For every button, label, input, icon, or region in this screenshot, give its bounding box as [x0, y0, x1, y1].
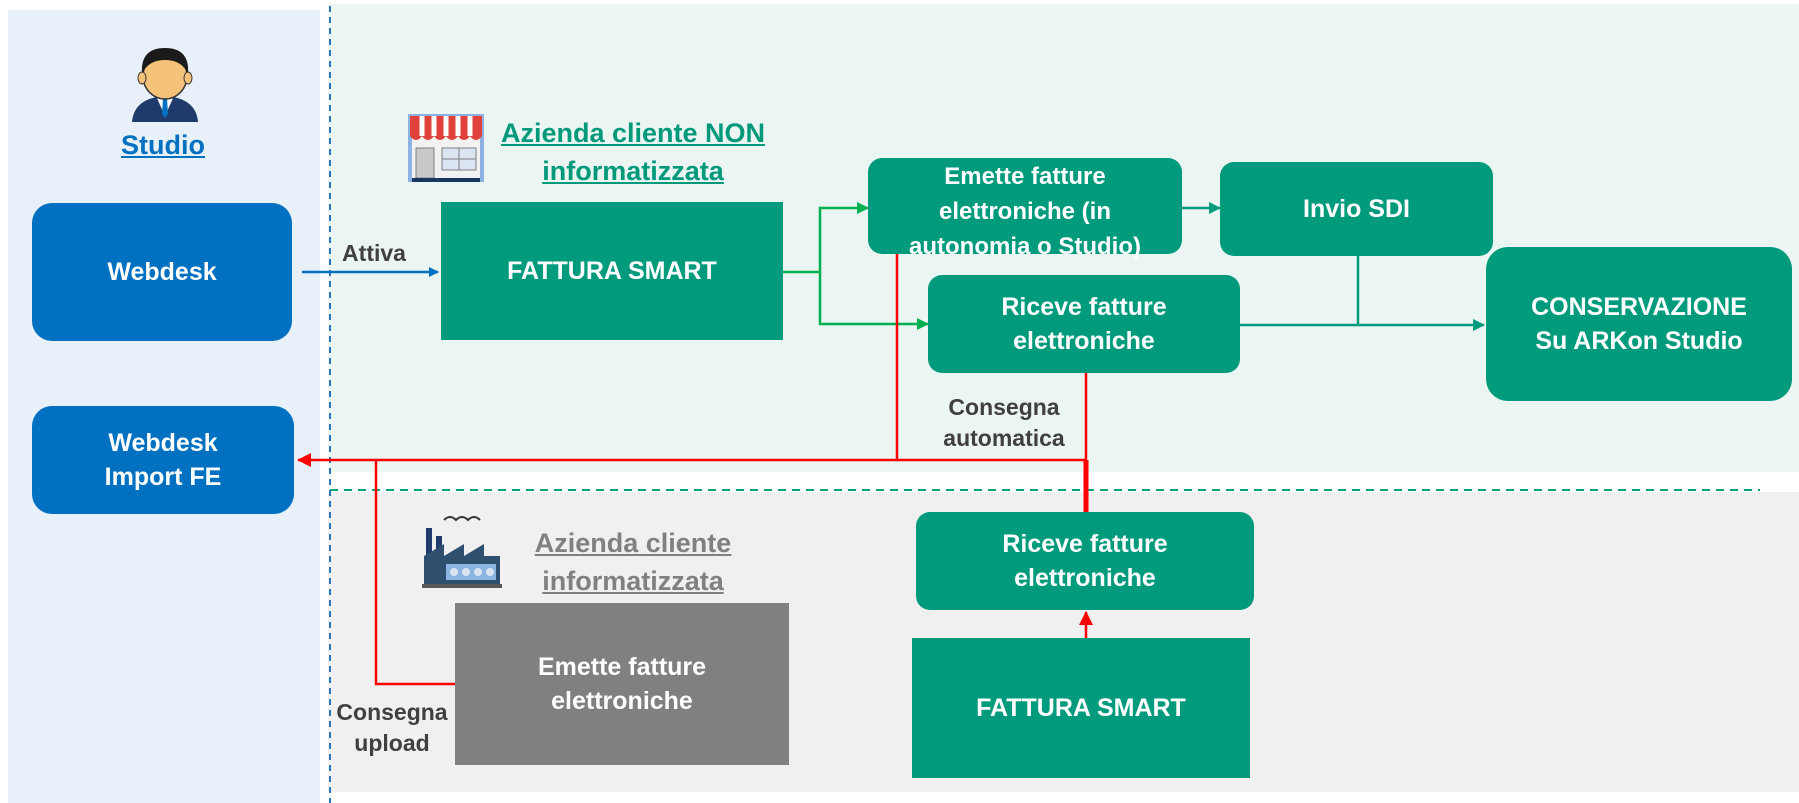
- consegna-automatica-label: Consegna automatica: [943, 394, 1065, 451]
- webdesk-import-box[interactable]: Webdesk Import FE: [32, 406, 294, 514]
- bottom-emette-box[interactable]: Emette fatture elettroniche: [455, 603, 789, 765]
- shop-icon: [408, 114, 484, 182]
- invio-sdi-box[interactable]: Invio SDI: [1220, 162, 1493, 256]
- bottom-fattura-smart-box[interactable]: FATTURA SMART: [912, 638, 1250, 778]
- factory-icon: [422, 516, 502, 588]
- person-icon: [132, 48, 198, 122]
- studio-label[interactable]: Studio: [121, 130, 205, 160]
- conservazione-box[interactable]: CONSERVAZIONE Su ARKon Studio: [1486, 247, 1792, 401]
- upload-red-line: [374, 460, 455, 686]
- top-riceve-box[interactable]: Riceve fatture elettroniche: [928, 275, 1240, 373]
- consegna-upload-label: Consegna upload: [336, 699, 448, 756]
- attiva-label: Attiva: [342, 240, 406, 266]
- bottom-riceve-box[interactable]: Riceve fatture elettroniche: [916, 512, 1254, 610]
- top-fattura-smart-box[interactable]: FATTURA SMART: [441, 202, 783, 340]
- fattura-to-riceve-arrow: [818, 272, 929, 330]
- azienda-inf-title[interactable]: Azienda cliente informatizzata: [534, 528, 732, 596]
- webdesk-box[interactable]: Webdesk: [32, 203, 292, 341]
- azienda-non-title[interactable]: Azienda cliente NON informatizzata: [500, 118, 766, 186]
- fattura-to-emette-arrow: [783, 202, 869, 274]
- top-emette-box[interactable]: Emette fatture elettroniche (in autonomi…: [868, 158, 1182, 260]
